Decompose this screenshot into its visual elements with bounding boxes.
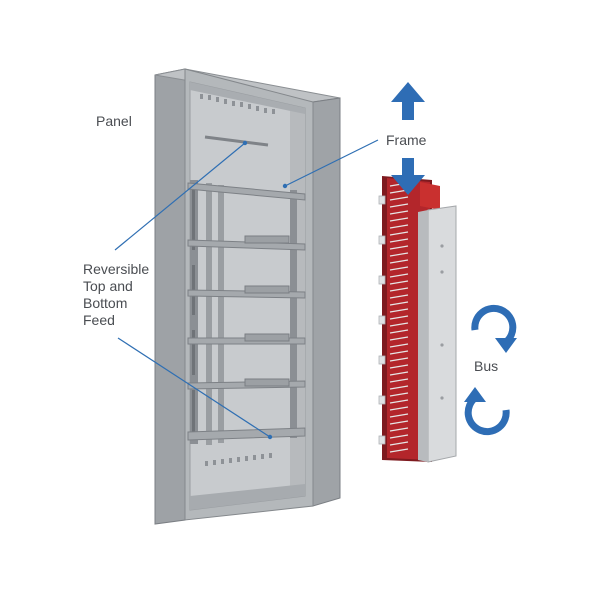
feed-callout-line-top: [114, 142, 246, 251]
feed-label-line: Feed: [83, 312, 115, 328]
frame-label: Frame: [386, 132, 427, 148]
arrow-down-icon: [391, 158, 425, 195]
bus-label: Bus: [474, 358, 499, 374]
feed-label-line: Reversible: [83, 261, 150, 277]
callout-lines: [114, 139, 379, 438]
feed-label-line: Top and: [83, 278, 133, 294]
bus-assembly: [378, 176, 457, 463]
feed-callout-line-bottom: [117, 337, 271, 438]
frame-callout-line: [284, 139, 379, 187]
rotate-counterclockwise-icon: [464, 387, 510, 436]
panel-interior-frame: [187, 180, 306, 445]
rotate-clockwise-icon: [471, 304, 517, 353]
arrow-up-icon: [391, 82, 425, 120]
reversible-feed-label: Reversible Top and Bottom Feed: [83, 261, 163, 329]
panel-label: Panel: [96, 113, 132, 129]
feed-label-line: Bottom: [83, 295, 128, 311]
